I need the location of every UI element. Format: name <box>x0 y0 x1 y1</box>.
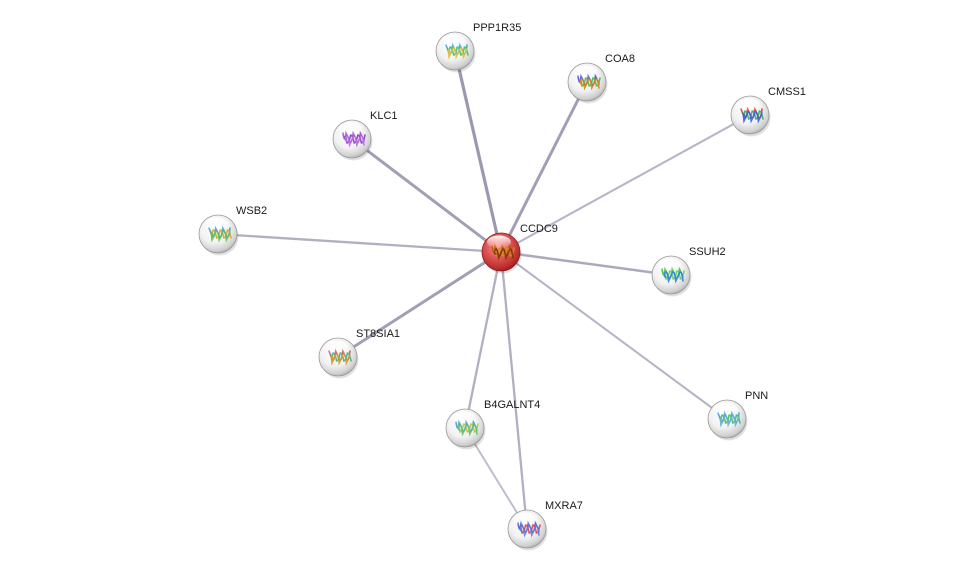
node-label-cmss1: CMSS1 <box>768 86 806 98</box>
node-gloss <box>657 258 681 272</box>
node-label-st8sia1: ST8SIA1 <box>356 328 400 340</box>
node-ccdc9[interactable] <box>481 232 522 274</box>
edge-ccdc9-wsb2[interactable] <box>216 232 503 254</box>
edges-layer <box>216 49 752 531</box>
node-wsb2[interactable] <box>198 214 239 256</box>
node-gloss <box>324 340 348 354</box>
nodes-layer: CCDC9 PPP1R35COA8CMSS1KLC1WSB2SSUH2ST8SIA… <box>198 22 806 551</box>
node-label-coa8: COA8 <box>605 53 635 65</box>
node-pnn[interactable] <box>707 399 748 441</box>
edge-b4galnt4-mxra7[interactable] <box>464 427 528 530</box>
edge-ccdc9-cmss1[interactable] <box>499 113 752 254</box>
edge-ccdc9-ppp1r35[interactable] <box>453 49 503 254</box>
edge-ccdc9-coa8[interactable] <box>499 80 589 254</box>
node-ssuh2[interactable] <box>651 255 692 297</box>
node-gloss <box>713 402 737 416</box>
node-gloss <box>338 122 362 136</box>
node-gloss <box>573 65 597 79</box>
node-mxra7[interactable] <box>507 509 548 551</box>
node-label-ssuh2: SSUH2 <box>689 246 726 258</box>
node-st8sia1[interactable] <box>318 337 359 379</box>
edge-ccdc9-klc1[interactable] <box>350 137 503 254</box>
node-gloss <box>513 512 537 526</box>
node-gloss <box>441 34 465 48</box>
edge-ccdc9-st8sia1[interactable] <box>336 250 503 359</box>
edge-ccdc9-pnn[interactable] <box>499 250 729 421</box>
node-b4galnt4[interactable] <box>445 408 486 450</box>
node-label-ccdc9: CCDC9 <box>520 223 558 235</box>
node-label-ppp1r35: PPP1R35 <box>473 22 521 34</box>
node-cmss1[interactable] <box>730 95 771 137</box>
edge-ccdc9-ssuh2[interactable] <box>499 250 673 277</box>
node-label-pnn: PNN <box>745 390 768 402</box>
node-coa8[interactable] <box>567 62 608 104</box>
node-klc1[interactable] <box>332 119 373 161</box>
edge-ccdc9-b4galnt4[interactable] <box>463 250 503 430</box>
node-label-klc1: KLC1 <box>370 110 398 122</box>
node-label-wsb2: WSB2 <box>236 205 267 217</box>
node-ppp1r35[interactable] <box>435 31 476 73</box>
node-gloss <box>487 235 511 249</box>
node-gloss <box>451 411 475 425</box>
node-label-b4galnt4: B4GALNT4 <box>484 399 540 411</box>
node-gloss <box>736 98 760 112</box>
node-gloss <box>204 217 228 231</box>
edge-ccdc9-mxra7[interactable] <box>499 250 529 531</box>
node-label-mxra7: MXRA7 <box>545 500 583 512</box>
